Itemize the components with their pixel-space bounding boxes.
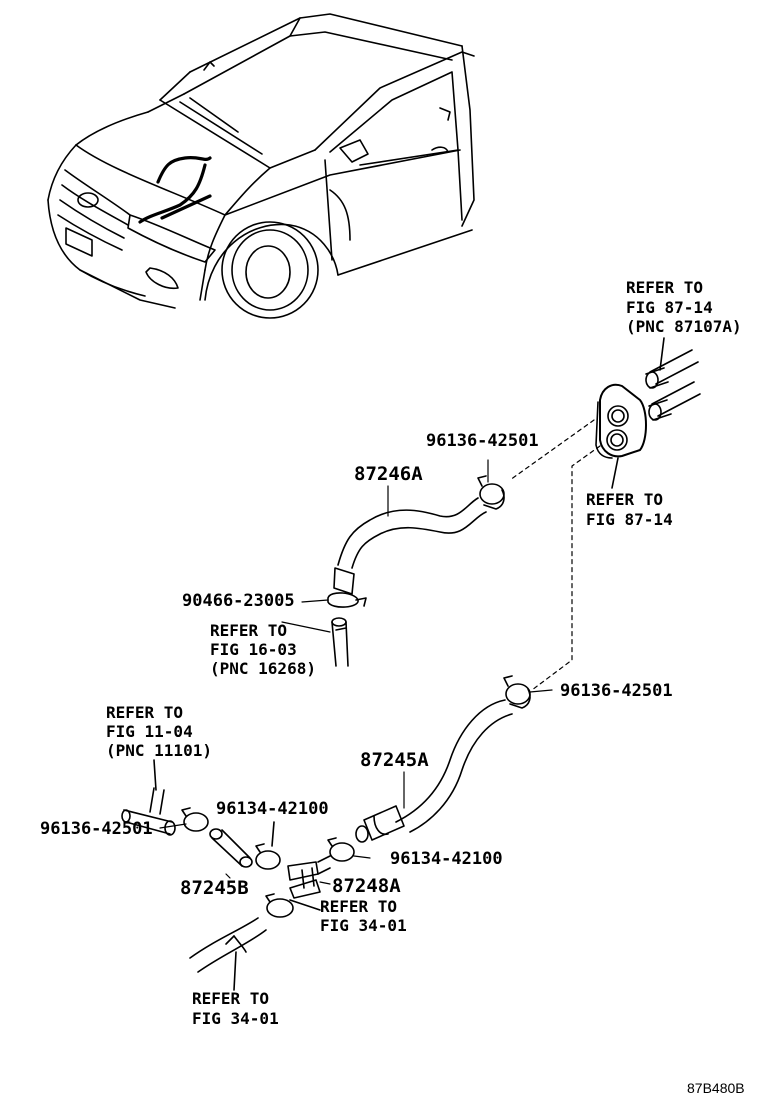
hose-87246a <box>327 497 487 667</box>
label-clamp-left: 96136-42501 <box>40 819 153 839</box>
label-hose-upper: 87246A <box>354 463 423 485</box>
grommet-assembly <box>595 337 701 489</box>
label-hose-small: 87245B <box>180 877 249 899</box>
label-hose-main: 87245A <box>360 749 429 771</box>
label-clamp-upper: 96136-42501 <box>426 431 539 451</box>
label-joint: 87248A <box>332 875 401 897</box>
hose-87245a <box>355 675 531 843</box>
labels: REFER TO FIG 87-14 (PNC 87107A) REFER TO… <box>40 278 745 1096</box>
ref-fig16-line2: FIG 16-03 <box>210 640 297 659</box>
ref-fig34a-line2: FIG 34-01 <box>320 916 407 935</box>
ref-fig11-line1: REFER TO <box>106 703 183 722</box>
label-clamp-mid: 96136-42501 <box>560 681 673 701</box>
clamp-upper <box>477 475 505 510</box>
diagram-code: 87B480B <box>687 1080 745 1096</box>
left-subassembly <box>121 759 355 991</box>
label-clamp-small-a: 96134-42100 <box>216 799 329 819</box>
ref-grommet-line1: REFER TO <box>586 490 663 509</box>
leader-lines <box>159 459 553 885</box>
ref-top-right-line1: REFER TO <box>626 278 703 297</box>
ref-top-right-line2: FIG 87-14 <box>626 298 713 317</box>
dashed-connectors <box>509 419 601 691</box>
ref-fig11-line3: (PNC 11101) <box>106 741 212 760</box>
ref-fig11-line2: FIG 11-04 <box>106 722 193 741</box>
ref-grommet-line2: FIG 87-14 <box>586 510 673 529</box>
label-clamp-small-b: 96134-42100 <box>390 849 503 869</box>
ref-top-right-line3: (PNC 87107A) <box>626 317 742 336</box>
ref-fig34b-line2: FIG 34-01 <box>192 1009 279 1028</box>
label-clamp-bottom-hose: 90466-23005 <box>182 591 295 611</box>
car-illustration <box>47 13 475 319</box>
ref-fig16-line3: (PNC 16268) <box>210 659 316 678</box>
ref-fig16-line1: REFER TO <box>210 621 287 640</box>
ref-fig34a-line1: REFER TO <box>320 897 397 916</box>
ref-fig34b-line1: REFER TO <box>192 989 269 1008</box>
